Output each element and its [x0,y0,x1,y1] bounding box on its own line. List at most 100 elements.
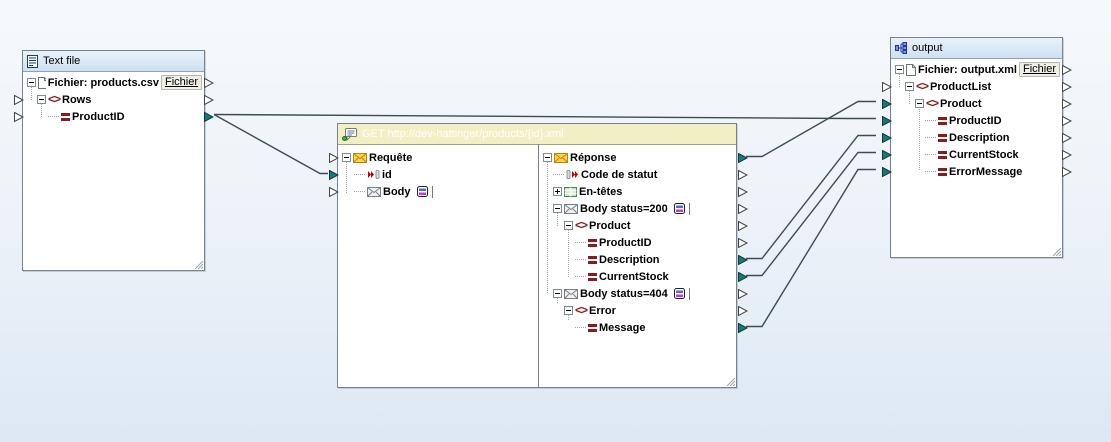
file-icon [906,63,916,76]
output-connector[interactable] [1062,64,1073,75]
output-connector-connected[interactable] [738,152,749,163]
input-connector[interactable] [14,111,25,122]
resize-grip[interactable] [1053,248,1061,256]
wire-description[interactable] [746,134,876,260]
collapse-toggle[interactable] [37,95,46,104]
output-connector[interactable] [738,186,749,197]
component-webservice[interactable]: GET http://dev-hattinger/products/{id}.x… [329,123,749,388]
tree-twig [575,327,586,328]
status-code-label: Code de statut [581,168,658,181]
wire-productid-to-id[interactable] [213,113,328,175]
output-connector-connected[interactable] [738,254,749,265]
out-description-label: Description [949,131,1010,144]
file-button[interactable]: Fichier [160,75,202,90]
component-textfile[interactable]: Text file Fichier: products.csv Fichier … [14,50,215,271]
output-connector[interactable] [1062,115,1073,126]
row-request: Requête [329,149,538,166]
input-connector-connected[interactable] [329,169,340,180]
textfile-titlebar[interactable]: Text file [23,51,204,72]
xml-schema-icon [895,42,907,54]
input-connector-connected[interactable] [882,115,893,126]
input-connector-connected[interactable] [882,149,893,160]
productid-label: ProductID [72,110,125,123]
output-connector[interactable] [738,305,749,316]
output-connector[interactable] [738,220,749,231]
message-icon [554,152,568,163]
resize-grip[interactable] [727,378,735,386]
output-titlebar[interactable]: output [891,38,1062,59]
message-icon [367,186,381,197]
row-error: Error [539,302,749,319]
row-ws-currentstock: CurrentStock [539,268,749,285]
tree-guide [547,162,548,293]
output-connector-connected[interactable] [738,322,749,333]
wire-response-to-product[interactable] [746,100,876,158]
output-connector-connected[interactable] [738,271,749,282]
button-separator [431,185,433,198]
collapse-toggle[interactable] [915,99,924,108]
input-connector[interactable] [882,81,893,92]
wire-currentstock[interactable] [746,151,876,277]
rows-label: Rows [62,93,92,106]
field-icon [588,255,597,264]
input-connector[interactable] [14,94,25,105]
ws-currentstock-label: CurrentStock [599,270,669,283]
tree-twig [575,259,586,260]
output-connector[interactable] [738,203,749,214]
input-connector-connected[interactable] [882,98,893,109]
field-icon [588,272,597,281]
expand-toggle[interactable] [553,187,562,196]
row-response: Réponse [539,149,749,166]
input-connector[interactable] [329,152,340,163]
output-connector[interactable] [738,237,749,248]
button-separator [688,287,690,300]
tree-twig [925,171,936,172]
webservice-call-icon [342,127,357,141]
output-connector[interactable] [1062,81,1073,92]
input-connector-connected[interactable] [882,132,893,143]
out-product-label: Product [940,97,982,110]
collapse-toggle[interactable] [342,153,351,162]
component-output[interactable]: output Fichier: output.xml Fichier Produ… [882,37,1073,258]
tree-guide [568,230,569,277]
output-connector[interactable] [1062,132,1073,143]
collapse-toggle[interactable] [564,221,573,230]
wire-message-to-errormessage[interactable] [746,168,876,328]
collapse-toggle[interactable] [564,306,573,315]
output-connector[interactable] [204,94,215,105]
collapse-toggle[interactable] [553,204,562,213]
output-connector[interactable] [1062,98,1073,109]
body-structure-button[interactable] [673,288,685,299]
resize-grip[interactable] [195,261,203,269]
collapse-toggle[interactable] [895,65,904,74]
output-connector[interactable] [1062,166,1073,177]
element-icon [926,99,938,108]
output-connector[interactable] [204,77,215,88]
field-icon [938,133,947,142]
row-productlist: ProductList [882,78,1073,95]
collapse-toggle[interactable] [27,78,36,87]
row-ws-description: Description [539,251,749,268]
wire-productid-to-output-productid[interactable] [213,113,876,120]
file-button[interactable]: Fichier [1018,62,1060,77]
headers-table-icon [564,186,577,197]
output-connector[interactable] [1062,149,1073,160]
collapse-toggle[interactable] [905,82,914,91]
body-label: Body [383,185,411,198]
output-connector[interactable] [738,288,749,299]
input-connector-connected[interactable] [882,166,893,177]
row-body: Body [329,183,538,200]
output-connector-connected[interactable] [204,111,215,122]
input-connector[interactable] [329,186,340,197]
body-structure-button[interactable] [673,203,685,214]
output-connector[interactable] [738,169,749,180]
tree-guide [346,162,347,193]
row-out-product: Product [882,95,1073,112]
collapse-toggle[interactable] [553,289,562,298]
collapse-toggle[interactable] [543,153,552,162]
body-structure-button[interactable] [416,186,428,197]
webservice-header[interactable]: GET http://dev-hattinger/products/{id}.x… [338,124,736,145]
webservice-title: GET http://dev-hattinger/products/{id}.x… [362,128,564,140]
row-body404: Body status=404 [539,285,749,302]
